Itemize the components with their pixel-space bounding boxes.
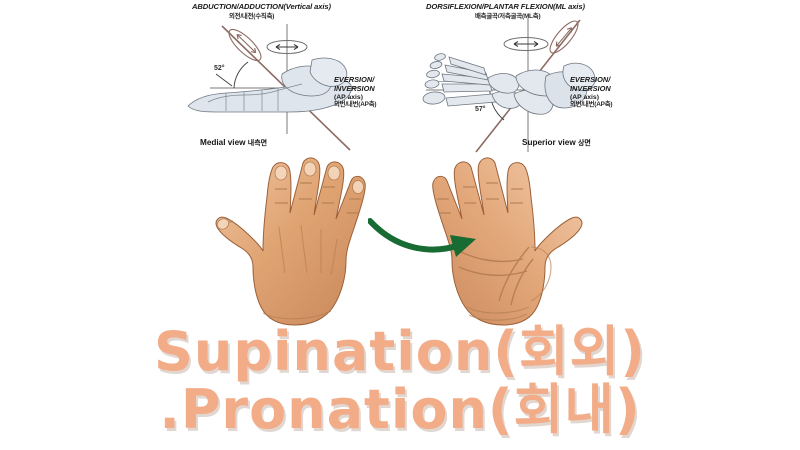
right-eversion-line2: INVERSION [570, 83, 611, 93]
title-line-pronation: .Pronation(회내) [159, 378, 641, 441]
left-title-en: ABDUCTION/ADDUCTION [192, 2, 284, 11]
right-foot-axes-illustration [422, 18, 596, 153]
oblique-axis-rotation-symbol [228, 28, 262, 62]
right-eversion-line1: EVERSION/ [570, 75, 611, 84]
right-angle-label: 57° [475, 106, 486, 113]
right-hand-palm [432, 157, 583, 326]
right-view-korean: 상면 [577, 140, 591, 147]
left-eversion-korean: 외번/내번(AP축) [334, 101, 377, 109]
hands-svg [215, 157, 583, 326]
left-angle-label: 52° [214, 65, 225, 72]
left-eversion-axis: (AP axis) [334, 93, 363, 101]
vertical-axis-rotation-symbol [266, 40, 308, 54]
diagram-medial-view: ABDUCTION/ADDUCTION(Vertical axis) 외전/내전… [182, 2, 392, 157]
left-title-korean: 외전/내전(수직축) [229, 13, 275, 20]
left-diagram-title: ABDUCTION/ADDUCTION(Vertical axis) [192, 2, 331, 12]
left-view-korean: 내측면 [247, 140, 268, 147]
right-title-en: DORSIFLEXION/PLANTAR FLEXION [426, 2, 553, 11]
title-block: Supination(회외) .Pronation(회내) [0, 325, 800, 437]
left-hand-dorsum [215, 157, 366, 326]
left-title-axis: (Vertical axis) [283, 2, 331, 11]
ml-axis-rotation-symbol [503, 37, 549, 51]
left-foot-axes-illustration [187, 24, 360, 151]
title-line-supination: Supination(회외) [154, 320, 646, 383]
right-eversion-korean: 외번/내번(AP축) [570, 101, 613, 109]
right-view-en: Superior view [522, 138, 576, 147]
diagram-superior-view: DORSIFLEXION/PLANTAR FLEXION(ML axis) 배측… [418, 2, 648, 157]
left-eversion-line1: EVERSION/ [334, 75, 375, 84]
right-eversion-label: EVERSION/ INVERSION (AP axis) 외번/내번(AP축) [570, 75, 613, 109]
left-view-label: Medial view 내측면 [200, 138, 267, 148]
right-title-axis: (ML axis) [553, 2, 585, 11]
hands-illustration [215, 155, 585, 335]
rotation-arrow [367, 218, 476, 257]
left-eversion-label: EVERSION/ INVERSION (AP axis) 외번/내번(AP축) [334, 75, 377, 109]
left-eversion-line2: INVERSION [334, 83, 375, 93]
right-diagram-title: DORSIFLEXION/PLANTAR FLEXION(ML axis) [426, 2, 585, 12]
rotation-arrow-wrapper [367, 215, 488, 265]
oblique-axis-rotation-symbol-right [549, 20, 579, 54]
right-eversion-axis: (AP axis) [570, 93, 599, 101]
right-view-label: Superior view 상면 [522, 138, 591, 148]
left-view-en: Medial view [200, 138, 246, 147]
right-title-korean: 배측굴곡/저측굴곡(ML축) [475, 13, 541, 20]
